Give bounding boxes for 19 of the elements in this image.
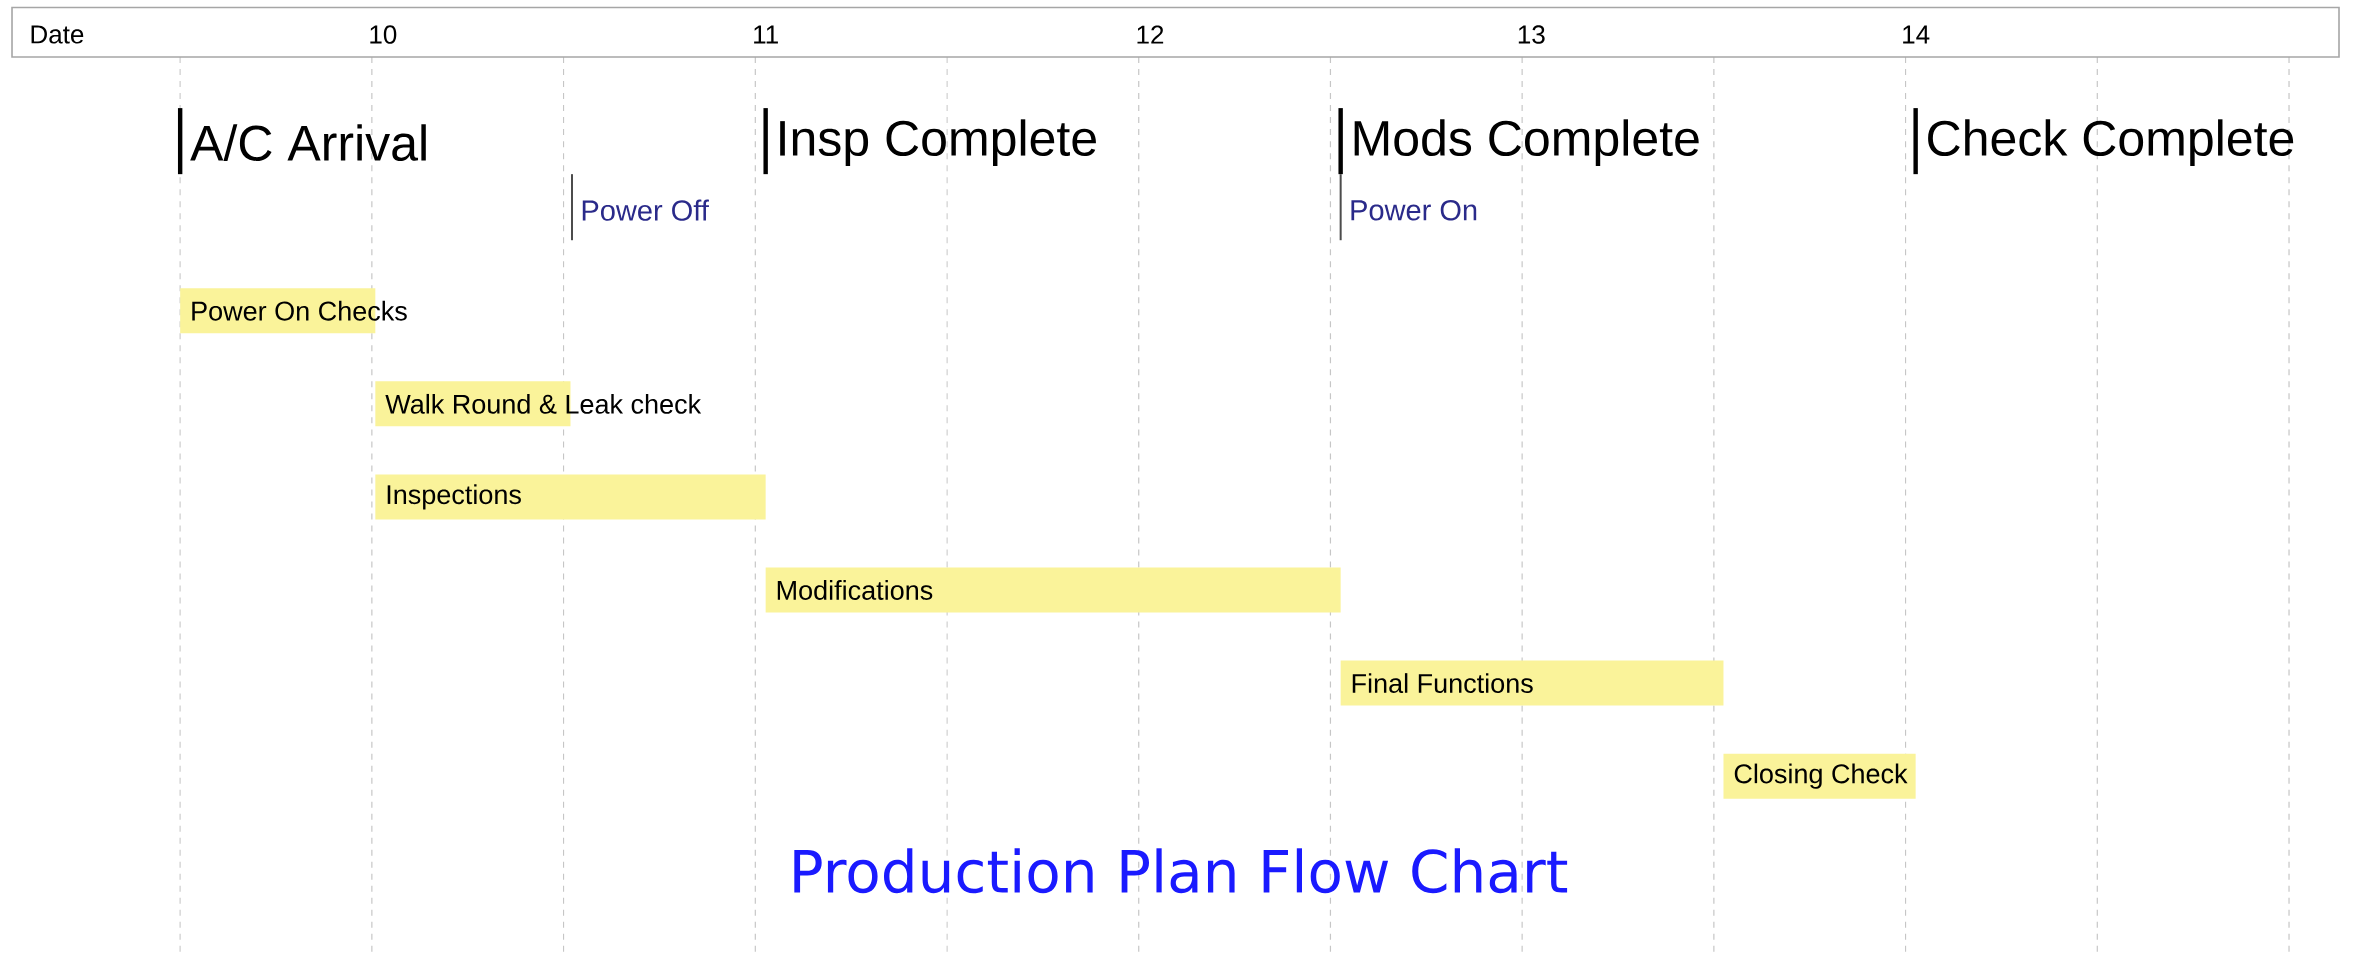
date-label: 10 (370, 25, 397, 44)
date-label: 14 (1903, 25, 1930, 44)
milestone: Insp Complete (763, 107, 1096, 174)
task-bar: Modifications (765, 567, 1341, 613)
date-label: 11 (754, 25, 778, 44)
task-bar: Final Functions (1340, 660, 1724, 706)
column-header: Date (31, 25, 84, 44)
date-label: 13 (1518, 25, 1545, 44)
date-label: 12 (1137, 25, 1164, 44)
milestone: A/C Arrival (177, 107, 426, 174)
task-bar: Walk Round & Leak check (375, 381, 702, 427)
task-bar: Power On Checks (180, 288, 407, 334)
milestone: Check Complete (1913, 107, 2294, 174)
task-bar: Closing Check (1723, 753, 1916, 799)
milestone: Power Off (571, 173, 709, 242)
milestone: Power On (1339, 173, 1477, 242)
task-bar: Inspections (375, 474, 766, 520)
milestone: Mods Complete (1338, 107, 1699, 174)
chart-title: Production Plan Flow Chart (794, 848, 1568, 894)
